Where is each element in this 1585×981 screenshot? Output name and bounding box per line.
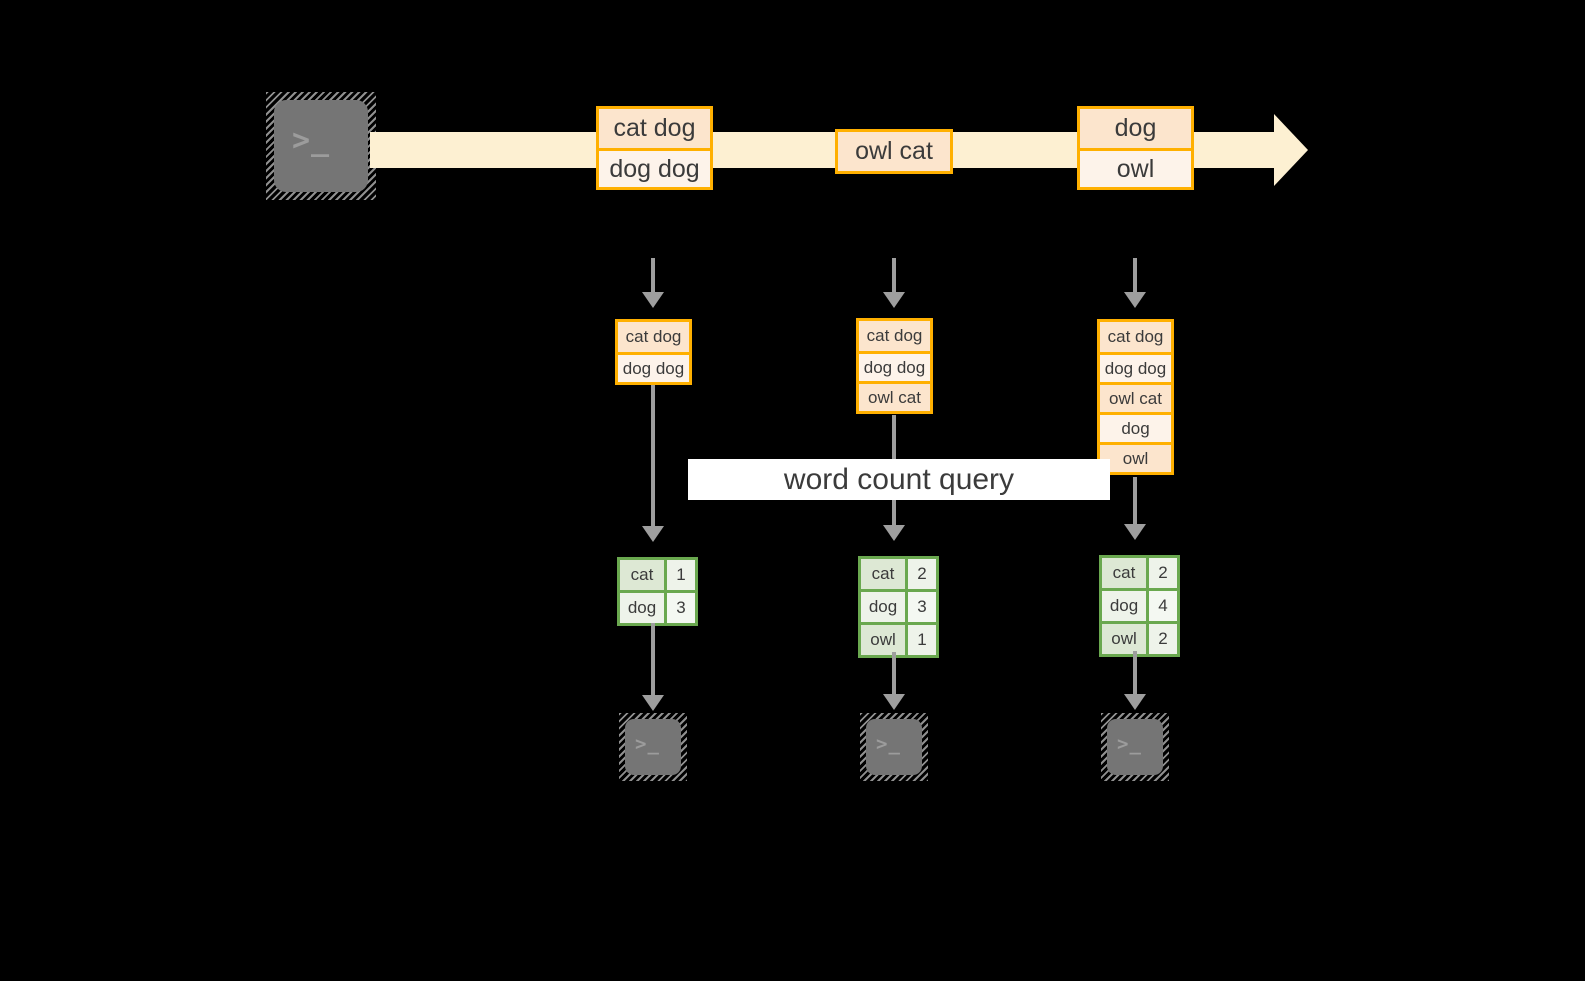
snapshot-1-feed-line — [651, 258, 655, 292]
count-word: cat — [1102, 558, 1149, 588]
terminal-prompt-text: >_ — [292, 123, 331, 158]
count-word: dog — [861, 592, 908, 622]
snapshot-1-sink-arrowhead — [642, 695, 664, 711]
snapshot-3-query-line — [1133, 477, 1137, 524]
count-value: 3 — [908, 592, 936, 622]
count-row: dog 3 — [620, 590, 695, 623]
buffer-line: cat dog — [859, 321, 930, 351]
buffer-line: dog — [1100, 412, 1171, 442]
snapshot-2-feed-line — [892, 258, 896, 292]
snapshot-3-feed-line — [1133, 258, 1137, 292]
snapshot-1-query-line — [651, 385, 655, 526]
snapshot-1-count-table: cat 1 dog 3 — [617, 557, 698, 626]
count-row: owl 2 — [1102, 621, 1177, 654]
buffer-line: cat dog — [1100, 322, 1171, 352]
stream-message-line: owl cat — [838, 132, 950, 171]
snapshot-2-buffer: cat dog dog dog owl cat — [856, 318, 933, 414]
stream-message-3: dog owl — [1077, 106, 1194, 190]
snapshot-2-sink-line — [892, 652, 896, 694]
buffer-line: owl cat — [859, 381, 930, 411]
snapshot-2-sink-terminal-icon: >_ — [860, 713, 928, 781]
count-row: cat 2 — [861, 559, 936, 589]
snapshot-1-sink-line — [651, 623, 655, 695]
count-word: owl — [1102, 624, 1149, 654]
terminal-prompt-text: >_ — [1117, 733, 1142, 755]
snapshot-2-feed-arrowhead — [883, 292, 905, 308]
terminal-screen — [625, 719, 681, 775]
terminal-prompt-text: >_ — [635, 733, 660, 755]
stream-message-line: owl — [1080, 148, 1191, 187]
count-value: 2 — [1149, 624, 1177, 654]
count-word: dog — [1102, 591, 1149, 621]
count-value: 2 — [908, 559, 936, 589]
count-row: cat 1 — [620, 560, 695, 590]
stream-message-line: cat dog — [599, 109, 710, 148]
terminal-screen — [274, 100, 368, 192]
terminal-screen — [866, 719, 922, 775]
stream-message-2: owl cat — [835, 129, 953, 174]
stream-message-1: cat dog dog dog — [596, 106, 713, 190]
source-terminal-icon: >_ — [266, 92, 376, 200]
buffer-line: owl cat — [1100, 382, 1171, 412]
stream-message-line: dog dog — [599, 148, 710, 187]
count-value: 1 — [667, 560, 695, 590]
buffer-line: dog dog — [618, 352, 689, 382]
count-value: 2 — [1149, 558, 1177, 588]
terminal-prompt-text: >_ — [876, 733, 901, 755]
count-row: dog 4 — [1102, 588, 1177, 621]
snapshot-1-feed-arrowhead — [642, 292, 664, 308]
snapshot-3-sink-terminal-icon: >_ — [1101, 713, 1169, 781]
stream-message-line: dog — [1080, 109, 1191, 148]
count-row: dog 3 — [861, 589, 936, 622]
buffer-line: cat dog — [618, 322, 689, 352]
snapshot-2-count-table: cat 2 dog 3 owl 1 — [858, 556, 939, 658]
terminal-screen — [1107, 719, 1163, 775]
stream-ribbon-arrowhead — [1274, 114, 1308, 186]
snapshot-2-sink-arrowhead — [883, 694, 905, 710]
snapshot-1-buffer: cat dog dog dog — [615, 319, 692, 385]
snapshot-3-count-table: cat 2 dog 4 owl 2 — [1099, 555, 1180, 657]
buffer-line: dog dog — [1100, 352, 1171, 382]
count-word: cat — [861, 559, 908, 589]
count-word: dog — [620, 593, 667, 623]
snapshot-3-sink-arrowhead — [1124, 694, 1146, 710]
snapshot-3-buffer: cat dog dog dog owl cat dog owl — [1097, 319, 1174, 475]
query-label: word count query — [688, 459, 1110, 500]
count-value: 3 — [667, 593, 695, 623]
count-value: 1 — [908, 625, 936, 655]
count-row: owl 1 — [861, 622, 936, 655]
snapshot-3-query-arrowhead — [1124, 524, 1146, 540]
count-value: 4 — [1149, 591, 1177, 621]
buffer-line: owl — [1100, 442, 1171, 472]
snapshot-1-query-arrowhead — [642, 526, 664, 542]
buffer-line: dog dog — [859, 351, 930, 381]
snapshot-3-feed-arrowhead — [1124, 292, 1146, 308]
count-word: owl — [861, 625, 908, 655]
snapshot-2-query-arrowhead — [883, 525, 905, 541]
count-row: cat 2 — [1102, 558, 1177, 588]
snapshot-3-sink-line — [1133, 651, 1137, 694]
snapshot-1-sink-terminal-icon: >_ — [619, 713, 687, 781]
count-word: cat — [620, 560, 667, 590]
